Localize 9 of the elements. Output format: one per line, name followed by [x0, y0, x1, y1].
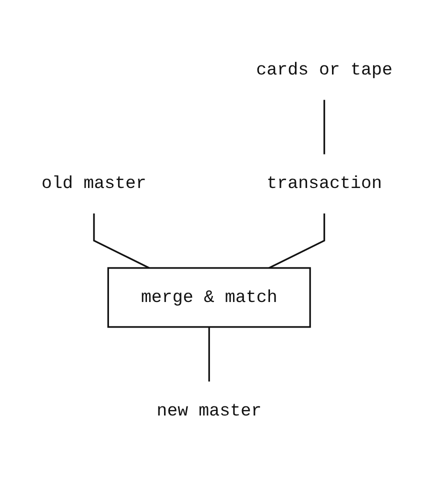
node-text: transaction [266, 174, 382, 194]
node-box: merge & match [107, 267, 311, 328]
connector [323, 100, 326, 154]
connector [93, 213, 150, 269]
node-text: old master [42, 174, 146, 194]
node-text: cards or tape [256, 60, 392, 80]
connector [208, 326, 210, 382]
connector [268, 213, 326, 269]
node-text: new master [156, 401, 262, 421]
